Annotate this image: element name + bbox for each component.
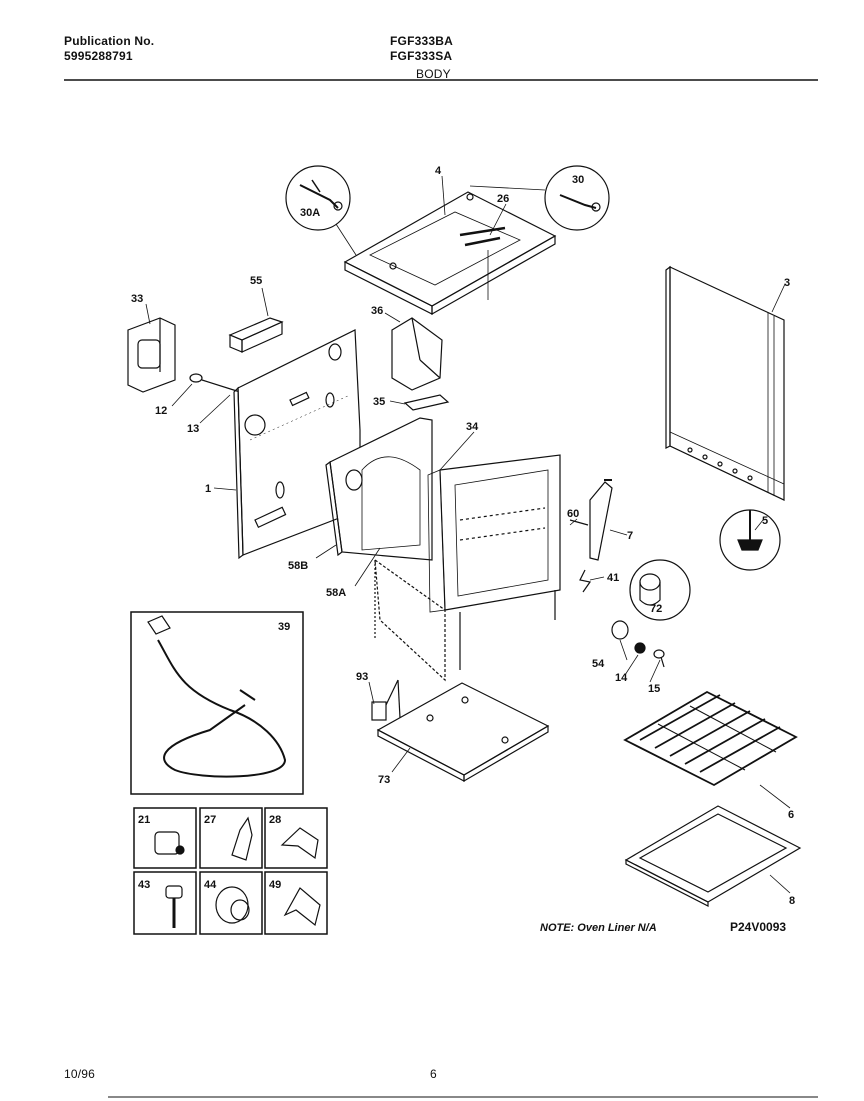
callout-43: 43 xyxy=(138,879,150,891)
callout-5: 5 xyxy=(762,515,768,527)
callout-1: 1 xyxy=(205,483,211,495)
publication-label: Publication No. xyxy=(64,34,155,48)
part-73-bottom-panel xyxy=(376,682,550,783)
model-number-2: FGF333SA xyxy=(390,49,453,63)
page-number: 6 xyxy=(430,1067,437,1081)
detail-circle-5 xyxy=(719,509,781,571)
part-36-vent xyxy=(391,317,443,391)
part-oven-cavity xyxy=(374,454,561,682)
callout-36: 36 xyxy=(371,305,383,317)
callout-72: 72 xyxy=(650,603,662,615)
small-parts-grid xyxy=(133,807,328,935)
part-front-frame xyxy=(325,417,433,561)
footer-date: 10/96 xyxy=(64,1067,96,1081)
part-28-bracket xyxy=(280,827,319,860)
callout-58a: 58A xyxy=(326,587,346,599)
callout-15: 15 xyxy=(648,683,660,695)
callout-13: 13 xyxy=(187,423,199,435)
oven-liner-note: NOTE: Oven Liner N/A xyxy=(540,922,657,934)
callout-44: 44 xyxy=(204,879,217,891)
part-39-cord-box xyxy=(130,611,304,795)
callout-26: 26 xyxy=(497,193,509,205)
callout-34: 34 xyxy=(466,421,479,433)
callout-7: 7 xyxy=(627,530,633,542)
callout-39: 39 xyxy=(278,621,290,633)
drawing-code: P24V0093 xyxy=(730,920,787,934)
part-43-screw xyxy=(165,885,183,928)
publication-number: 5995288791 xyxy=(64,49,133,63)
callout-4: 4 xyxy=(435,165,442,177)
part-6-oven-rack xyxy=(623,690,798,787)
part-44-grommet xyxy=(215,886,250,924)
callout-21: 21 xyxy=(138,814,150,826)
part-93-bracket xyxy=(371,679,401,721)
part-54-14-15 xyxy=(611,620,665,668)
callout-30a: 30A xyxy=(300,207,320,219)
part-27-bracket xyxy=(231,816,253,861)
callout-6: 6 xyxy=(788,809,794,821)
callout-55: 55 xyxy=(250,275,262,287)
part-21-clip xyxy=(154,831,185,855)
part-55-bracket xyxy=(228,317,284,353)
callout-33: 33 xyxy=(131,293,143,305)
callout-60: 60 xyxy=(567,508,579,520)
part-60-7-hinge xyxy=(569,479,613,561)
callout-14: 14 xyxy=(615,672,628,684)
part-8-broiler-pan xyxy=(624,805,802,907)
callout-58b: 58B xyxy=(288,560,308,572)
part-49-bracket xyxy=(283,887,321,927)
detail-circle-72 xyxy=(629,559,691,621)
callout-49: 49 xyxy=(269,879,281,891)
detail-circle-30 xyxy=(469,165,610,231)
callout-35: 35 xyxy=(373,396,385,408)
part-33-box xyxy=(127,317,176,393)
callout-8: 8 xyxy=(789,895,795,907)
detail-circle-30a xyxy=(285,165,357,256)
part-35-plate xyxy=(403,394,450,411)
section-title: BODY xyxy=(416,67,451,81)
callout-30: 30 xyxy=(572,174,584,186)
callout-93: 93 xyxy=(356,671,368,683)
callout-27: 27 xyxy=(204,814,216,826)
callout-54: 54 xyxy=(592,658,605,670)
callout-73: 73 xyxy=(378,774,390,786)
part-top-panel xyxy=(343,191,557,316)
callout-12: 12 xyxy=(155,405,167,417)
callout-3: 3 xyxy=(784,277,790,289)
part-12-13 xyxy=(189,373,241,393)
callout-28: 28 xyxy=(269,814,281,826)
callout-41: 41 xyxy=(607,572,619,584)
part-41-clip xyxy=(579,569,592,593)
part-side-panel xyxy=(665,265,785,501)
model-number-1: FGF333BA xyxy=(390,34,453,48)
